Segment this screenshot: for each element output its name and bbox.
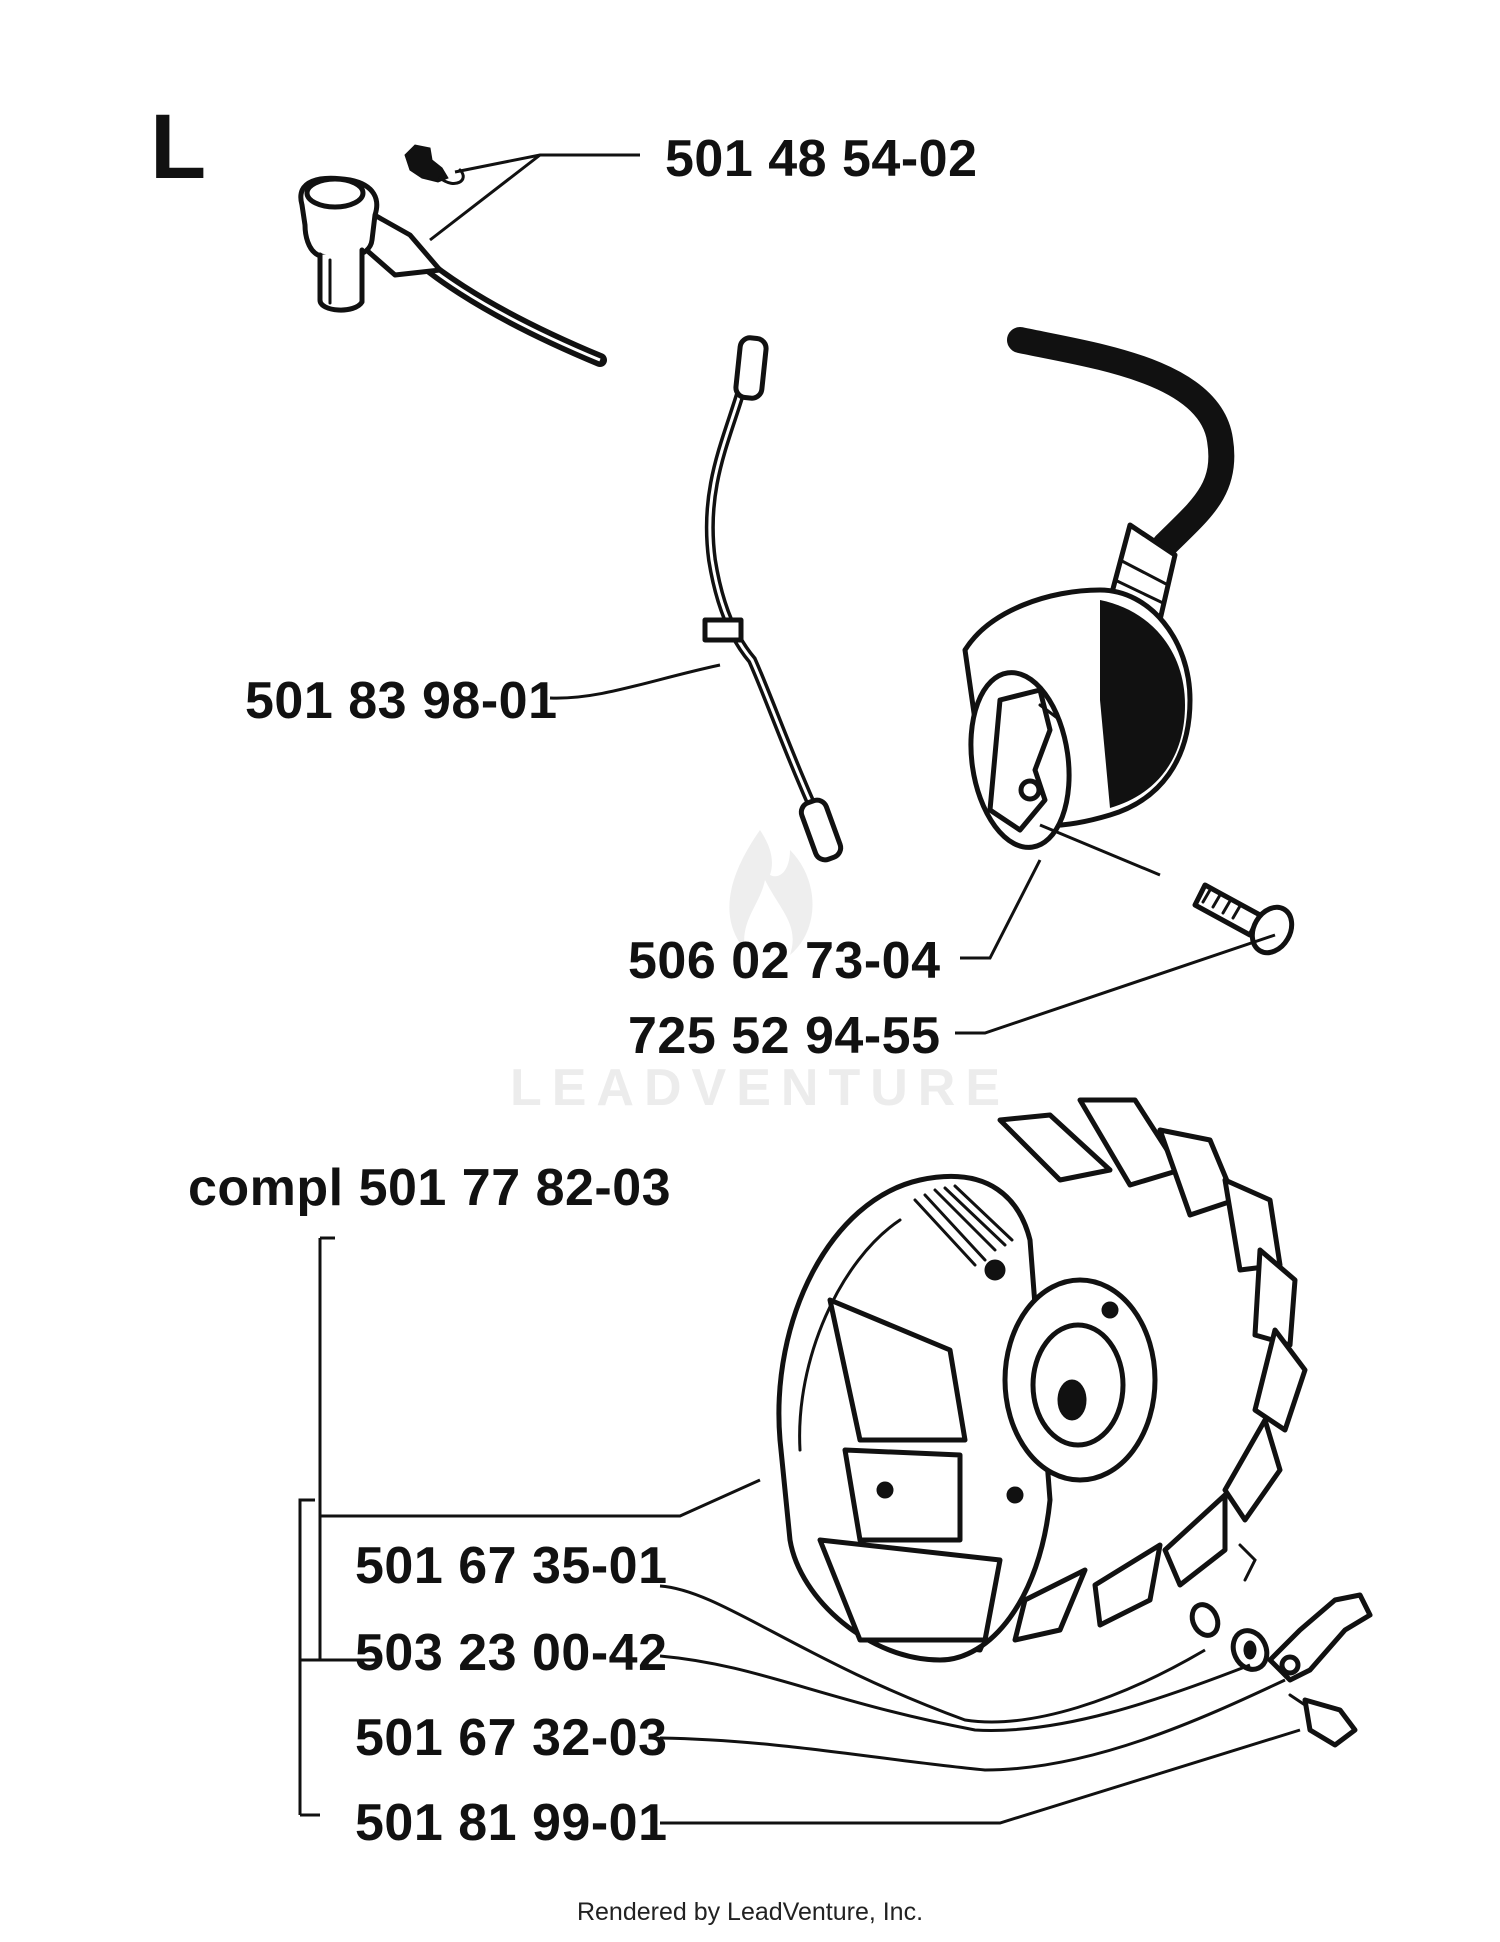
flywheel-small-parts bbox=[1189, 1543, 1373, 1748]
ignition-screw-part bbox=[1192, 882, 1295, 956]
label-ignition-screw: 725 52 94-55 bbox=[628, 1007, 941, 1065]
spark-plug-cap-part bbox=[298, 144, 607, 367]
watermark-text: LEADVENTURE bbox=[510, 1059, 1010, 1117]
label-flywheel-complete: compl 501 77 82-03 bbox=[188, 1159, 671, 1217]
flywheel-part bbox=[776, 1097, 1308, 1663]
footer-credit: Rendered by LeadVenture, Inc. bbox=[577, 1898, 923, 1926]
label-spark-plug-cap: 501 48 54-02 bbox=[665, 130, 978, 188]
watermark: LEADVENTURE bbox=[510, 830, 1010, 1117]
section-letter: L bbox=[150, 96, 206, 198]
label-flywheel: 501 67 35-01 bbox=[355, 1537, 668, 1595]
watermark-flame-icon bbox=[729, 830, 813, 955]
label-short-circuit-cable: 501 83 98-01 bbox=[245, 672, 558, 730]
label-pawl: 501 67 32-03 bbox=[355, 1709, 668, 1767]
ignition-module-part bbox=[962, 327, 1235, 850]
label-pawl-screw: 501 81 99-01 bbox=[355, 1794, 668, 1852]
short-circuit-cable-part bbox=[702, 335, 844, 863]
label-ignition-module: 506 02 73-04 bbox=[628, 932, 941, 990]
label-washer: 503 23 00-42 bbox=[355, 1624, 668, 1682]
leader-lines bbox=[298, 153, 1301, 1825]
